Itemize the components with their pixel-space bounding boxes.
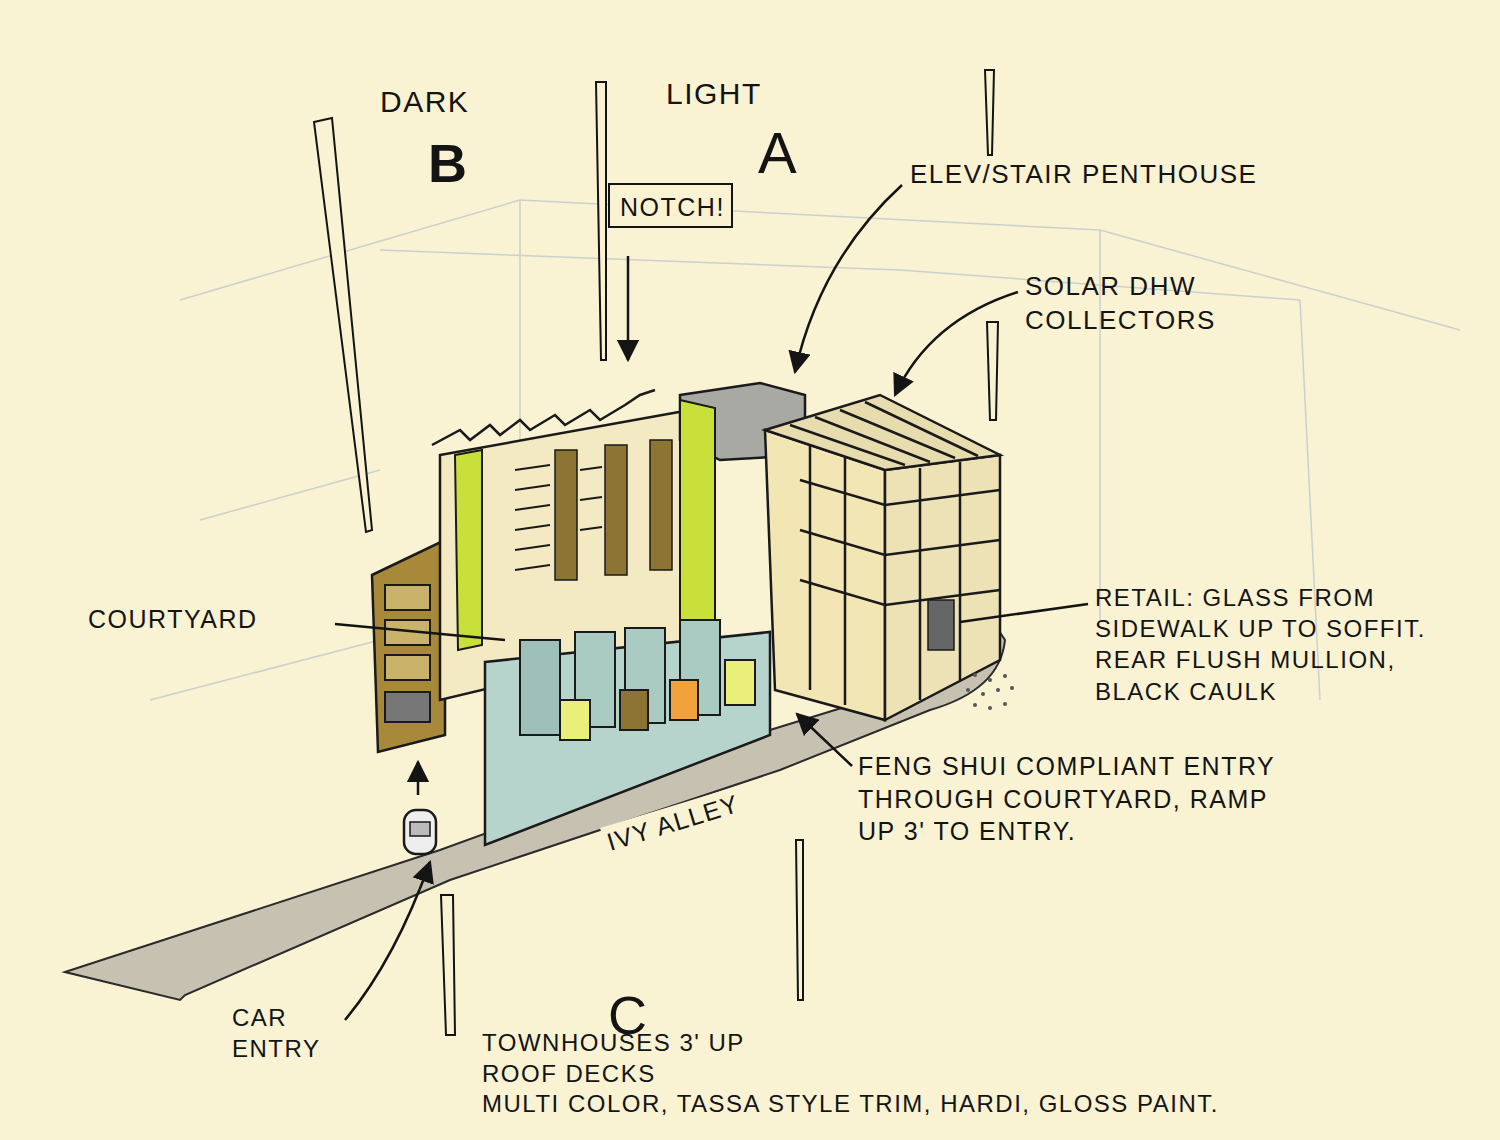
callout-text: NOTCH! [620,193,721,222]
annotation-text: ELEV/STAIR PENTHOUSE [910,158,1257,192]
annotation-text: LIGHT [666,74,762,113]
courtyard-building [372,540,445,752]
landscape-dots [966,673,1014,710]
annotation-text: RETAIL: GLASS FROM SIDEWALK UP TO SOFFIT… [1095,582,1480,707]
annotation-text: DARK [380,82,469,121]
annotation-text: SOLAR DHW COLLECTORS [1025,270,1315,338]
annotation-text: FENG SHUI COMPLIANT ENTRY THROUGH COURTY… [858,750,1298,848]
annotation-text: TOWNHOUSES 3' UP [482,1027,745,1058]
retail-building [765,430,885,720]
annotation-text: MULTI COLOR, TASSA STYLE TRIM, HARDI, GL… [482,1088,1219,1119]
callout-box: NOTCH! [608,183,733,228]
scale-pole [314,70,998,1035]
annotation-text: CAR ENTRY [232,1002,352,1064]
car-symbol [404,810,436,854]
leader-line [335,185,1088,1020]
annotation-text: A [758,115,798,190]
annotation-text: ROOF DECKS [482,1058,656,1089]
annotation-text: COURTYARD [88,603,258,636]
annotation-text: B [428,128,469,198]
